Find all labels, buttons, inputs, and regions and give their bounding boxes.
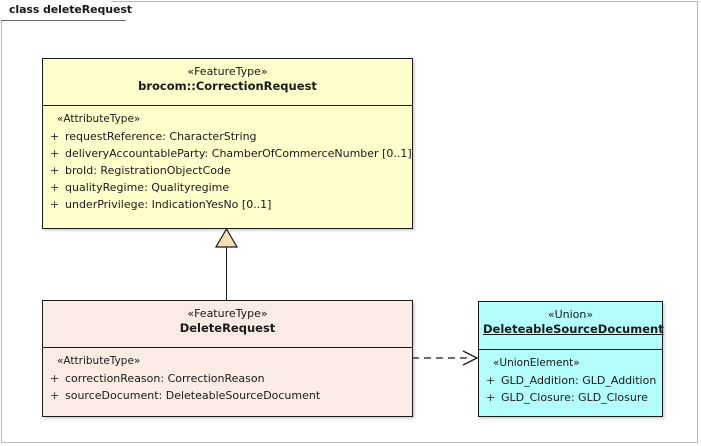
class-header-correction-request: «FeatureType» brocom::CorrectionRequest <box>43 59 412 106</box>
class-stereotype: «FeatureType» <box>187 307 268 320</box>
attribute-visibility: + <box>50 198 60 211</box>
attribute-row[interactable]: + broId: RegistrationObjectCode <box>43 162 412 179</box>
class-attributes-delete-request: «AttributeType» + correctionReason: Corr… <box>43 348 412 409</box>
class-box-delete-request[interactable]: «FeatureType» DeleteRequest «AttributeTy… <box>42 300 413 417</box>
class-header-deleteable-source-document: «Union» DeleteableSourceDocument <box>479 302 664 350</box>
attribute-label: GLD_Addition: GLD_Addition <box>501 374 657 387</box>
attribute-row[interactable]: + sourceDocument: DeleteableSourceDocume… <box>43 387 412 404</box>
attribute-visibility: + <box>486 391 496 404</box>
diagram-title: class deleteRequest <box>9 3 132 16</box>
attribute-label: qualityRegime: Qualityregime <box>65 181 230 194</box>
attribute-visibility: + <box>50 130 60 143</box>
attribute-compartment-stereotype: «AttributeType» <box>57 113 141 125</box>
class-box-correction-request[interactable]: «FeatureType» brocom::CorrectionRequest … <box>42 58 413 229</box>
attribute-row[interactable]: + correctionReason: CorrectionReason <box>43 370 412 387</box>
attribute-row[interactable]: + qualityRegime: Qualityregime <box>43 179 412 196</box>
attribute-row[interactable]: + requestReference: CharacterString <box>43 128 412 145</box>
attribute-label: broId: RegistrationObjectCode <box>65 164 231 177</box>
class-name: brocom::CorrectionRequest <box>138 79 317 93</box>
attribute-row[interactable]: + underPrivilege: IndicationYesNo [0..1] <box>43 196 412 213</box>
class-attributes-deleteable-source-document: «UnionElement» + GLD_Addition: GLD_Addit… <box>479 350 662 411</box>
attribute-visibility: + <box>50 372 60 385</box>
attribute-label: sourceDocument: DeleteableSourceDocument <box>65 389 321 402</box>
class-name: DeleteRequest <box>179 321 276 335</box>
class-stereotype: «FeatureType» <box>187 65 268 78</box>
attribute-visibility: + <box>50 389 60 402</box>
attribute-label: correctionReason: CorrectionReason <box>65 372 265 385</box>
attribute-visibility: + <box>486 374 496 387</box>
class-attributes-correction-request: «AttributeType» + requestReference: Char… <box>43 106 412 218</box>
attribute-visibility: + <box>50 147 60 160</box>
attribute-row[interactable]: + GLD_Addition: GLD_Addition <box>479 372 662 389</box>
attribute-label: requestReference: CharacterString <box>65 130 257 143</box>
attribute-row[interactable]: + deliveryAccountableParty: ChamberOfCom… <box>43 145 412 162</box>
class-header-delete-request: «FeatureType» DeleteRequest <box>43 301 412 348</box>
attribute-label: underPrivilege: IndicationYesNo [0..1] <box>65 198 272 211</box>
attribute-visibility: + <box>50 164 60 177</box>
class-stereotype: «Union» <box>547 308 594 321</box>
dependency-connector[interactable] <box>412 350 480 366</box>
generalization-arrowhead-icon <box>215 228 239 248</box>
attribute-row[interactable]: + GLD_Closure: GLD_Closure <box>479 389 662 406</box>
attribute-compartment-stereotype: «AttributeType» <box>57 355 141 367</box>
class-box-deleteable-source-document[interactable]: «Union» DeleteableSourceDocument «UnionE… <box>478 301 664 417</box>
attribute-visibility: + <box>50 181 60 194</box>
attribute-label: deliveryAccountableParty: ChamberOfComme… <box>65 147 412 160</box>
attribute-label: GLD_Closure: GLD_Closure <box>501 391 648 404</box>
generalization-line[interactable] <box>226 247 227 300</box>
attribute-compartment-stereotype: «UnionElement» <box>493 357 580 369</box>
class-name: DeleteableSourceDocument <box>483 322 664 336</box>
